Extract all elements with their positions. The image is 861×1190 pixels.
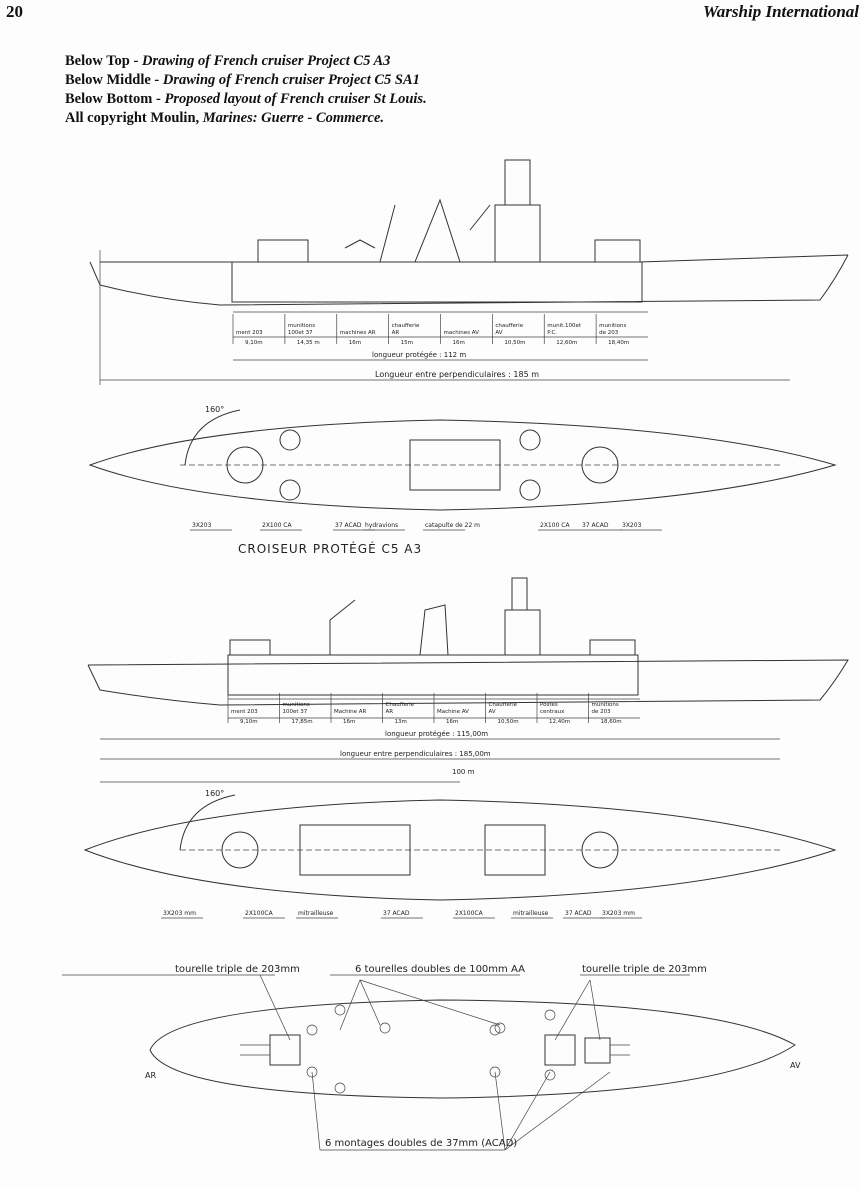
callout-label: 37 ACAD <box>383 910 410 917</box>
section-label: machines AV <box>444 330 480 336</box>
callout-label: 37 ACAD <box>582 522 609 529</box>
section-length: 18,60m <box>601 719 622 725</box>
section-length: 16m <box>453 340 465 346</box>
callout-label: 2X100CA <box>245 910 274 917</box>
label-aft-turret: tourelle triple de 203mm <box>175 964 300 975</box>
label-aft: AR <box>145 1071 156 1080</box>
callout-label: 2X100CA <box>455 910 484 917</box>
caption-text: Proposed layout of French cruiser St Lou… <box>164 91 427 107</box>
gun-mount-icon <box>379 1022 391 1034</box>
section-length: 16m <box>343 719 355 725</box>
overall-length-label: Longueur entre perpendiculaires : 185 m <box>375 370 539 379</box>
caption-label: Below Middle - <box>65 72 163 88</box>
callout-label: mitrailleuse <box>298 910 334 917</box>
section-label: machines AR <box>340 330 376 336</box>
callout-label: 2X100 CA <box>540 522 570 529</box>
drawing-title: CROISEUR PROTÉGÉ C5 A3 <box>238 541 422 556</box>
protected-length-label: longueur protégée : 115,00m <box>385 730 488 738</box>
angle-label: 160° <box>205 789 224 798</box>
caption-label: All copyright Moulin, <box>65 110 203 126</box>
callout-label: 2X100 CA <box>262 522 292 529</box>
c5sa1-dimensions: longueur protégée : 115,00m longueur ent… <box>100 693 780 783</box>
section-label: Machine AV <box>437 709 469 715</box>
overall-length-label: longueur entre perpendiculaires : 185,00… <box>340 750 491 758</box>
protected-length-label: longueur protégée : 112 m <box>372 351 466 359</box>
label-aa-turrets: 6 tourelles doubles de 100mm AA <box>355 964 525 975</box>
section-length: 9,10m <box>240 719 258 725</box>
label-fwd: AV <box>790 1061 801 1070</box>
gun-mount-icon <box>494 1022 506 1034</box>
caption-text: Marines: Guerre - Commerce. <box>202 110 385 126</box>
section-length: 12,40m <box>549 719 570 725</box>
section-length: 18,40m <box>608 340 629 346</box>
section-label: ment 203 <box>236 330 263 336</box>
scale-label: 100 m <box>452 768 475 776</box>
label-acad-mounts: 6 montages doubles de 37mm (ACAD) <box>325 1138 517 1149</box>
callout-label: hydravions <box>365 522 398 529</box>
gun-mount-icon <box>489 1066 501 1078</box>
angle-label: 160° <box>205 405 224 414</box>
section-length: 15m <box>401 340 413 346</box>
gun-mount-icon <box>306 1066 318 1078</box>
callout-label: 3X203 <box>622 522 642 529</box>
gun-mount-icon <box>334 1082 346 1094</box>
callout-label: 3X203 <box>192 522 212 529</box>
section-length: 9,10m <box>245 340 263 346</box>
journal-title: Warship International <box>702 2 859 21</box>
callout-label: catapulte de 22 m <box>425 522 480 529</box>
callout-label: 3X203 mm <box>163 910 196 917</box>
caption-text: Drawing of French cruiser Project C5 SA1 <box>162 72 420 88</box>
st-louis-plan-view: tourelle triple de 203mm 6 tourelles dou… <box>62 964 801 1151</box>
gun-mount-icon <box>334 1004 346 1016</box>
section-length: 16m <box>349 340 361 346</box>
caption-text: Drawing of French cruiser Project C5 A3 <box>141 53 391 69</box>
gun-mount-icon <box>489 1024 501 1036</box>
callout-label: 3X203 mm <box>602 910 635 917</box>
section-length: 12,60m <box>556 340 577 346</box>
section-length: 16m <box>446 719 458 725</box>
section-length: 17,85m <box>292 719 313 725</box>
callout-label: 37 ACAD <box>565 910 592 917</box>
gun-mount-icon <box>306 1024 318 1036</box>
figure-caption: Below Top - Drawing of French cruiser Pr… <box>65 52 427 128</box>
c5sa1-profile <box>87 577 849 706</box>
caption-label: Below Top - <box>65 53 142 69</box>
callout-label: mitrailleuse <box>513 910 549 917</box>
section-length: 10,50m <box>498 719 519 725</box>
c5a3-dimensions: Longueur entre perpendiculaires : 185 m … <box>99 250 790 385</box>
section-label: ment 203 <box>231 709 258 715</box>
page-number: 20 <box>6 2 23 21</box>
section-length: 13m <box>395 719 407 725</box>
c5sa1-plan-view: 160° 3X203 mm 2X100CA mitrailleuse 37 ACAD 2… <box>83 789 837 919</box>
callout-label: 37 ACAD <box>335 522 362 529</box>
gun-mount-icon <box>544 1069 556 1081</box>
caption-label: Below Bottom - <box>65 91 165 107</box>
section-length: 14,35 m <box>297 340 320 346</box>
label-fwd-turret: tourelle triple de 203mm <box>582 964 707 975</box>
gun-mount-icon <box>544 1009 556 1021</box>
section-label: Machine AR <box>334 709 367 715</box>
c5a3-profile <box>89 159 849 313</box>
section-length: 10,50m <box>504 340 525 346</box>
